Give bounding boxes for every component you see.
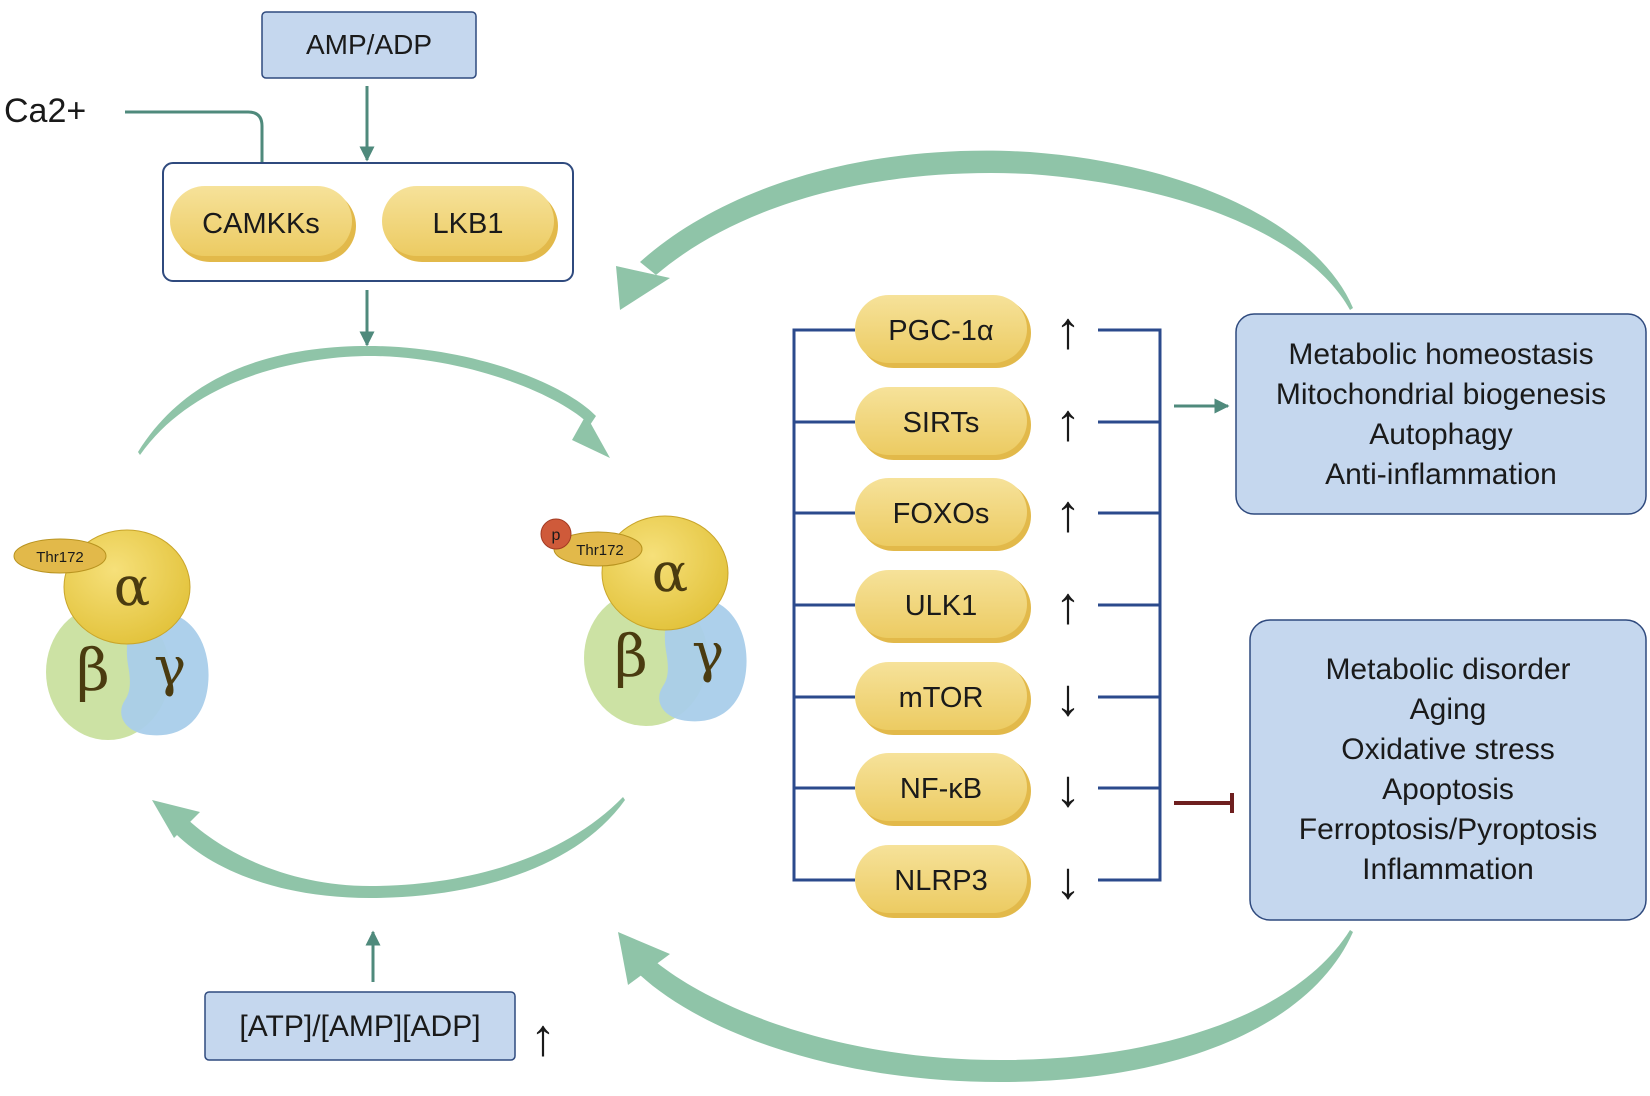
outcome-line: Mitochondrial biogenesis	[1276, 378, 1606, 411]
target-item: SIRTs ↑	[855, 387, 1081, 460]
target-item: PGC-1α ↑	[855, 295, 1081, 368]
feedback-cycle	[616, 150, 1353, 1082]
alpha-subunit-inactive: α	[114, 555, 150, 618]
gamma-subunit-inactive: γ	[154, 635, 186, 698]
target-label: PGC-1α	[888, 315, 993, 347]
target-pill	[855, 478, 1027, 546]
outcome-line: Autophagy	[1369, 418, 1512, 451]
outcome-line: Metabolic disorder	[1325, 653, 1570, 686]
targets-left-bracket	[792, 328, 855, 882]
target-pill	[855, 570, 1027, 638]
ampk-inactive: Thr172 α β γ	[13, 529, 209, 740]
amp-adp-box: AMP/ADP	[261, 11, 477, 79]
outcome-line: Inflammation	[1362, 853, 1534, 886]
phospho-label: p	[552, 527, 561, 544]
atp-ratio-box: [ATP]/[AMP][ADP]	[204, 991, 516, 1061]
activation-cycle	[138, 345, 625, 898]
target-pill	[855, 387, 1027, 455]
outcome-line: Aging	[1410, 693, 1487, 726]
outcome-line: Metabolic homeostasis	[1288, 338, 1593, 371]
target-label: ULK1	[905, 590, 978, 622]
target-item: FOXOs ↑	[855, 478, 1081, 551]
target-item: NF-κB ↓	[855, 753, 1081, 826]
outcome-line: Ferroptosis/Pyroptosis	[1299, 813, 1597, 846]
alpha-subunit-active: α	[652, 541, 688, 604]
outcome-line: Anti-inflammation	[1325, 458, 1557, 491]
camkks-label: CAMKKs	[202, 208, 320, 240]
atp-ratio-up-arrow: ↑	[530, 1009, 556, 1067]
up-arrow-icon: ↑	[1055, 577, 1081, 635]
up-arrow-icon: ↑	[1055, 302, 1081, 360]
target-label: NF-κB	[900, 773, 982, 805]
up-arrow-icon: ↑	[1055, 485, 1081, 543]
target-item: mTOR ↓	[855, 662, 1081, 735]
targets-right-bracket	[1098, 328, 1162, 882]
ampk-active: p Thr172 α β γ	[540, 515, 747, 726]
calcium-label: Ca2+	[4, 92, 86, 130]
down-arrow-icon: ↓	[1055, 760, 1081, 818]
atp-ratio-label: [ATP]/[AMP][ADP]	[239, 1010, 480, 1043]
amp-adp-label: AMP/ADP	[306, 29, 432, 60]
beta-subunit-inactive: β	[76, 636, 110, 704]
target-pill	[855, 845, 1027, 913]
upstream-kinase-box: CAMKKs LKB1	[162, 162, 574, 282]
target-item: ULK1 ↑	[855, 570, 1081, 643]
target-item: NLRP3 ↓	[855, 845, 1081, 918]
target-label: mTOR	[899, 682, 984, 714]
beta-subunit-active: β	[614, 622, 648, 690]
target-label: FOXOs	[893, 498, 990, 530]
target-label: SIRTs	[903, 407, 980, 439]
inhibit-connector	[1174, 793, 1234, 813]
target-pill	[855, 295, 1027, 363]
up-arrow-icon: ↑	[1055, 394, 1081, 452]
lkb1-label: LKB1	[433, 208, 504, 240]
down-arrow-icon: ↓	[1055, 669, 1081, 727]
target-pill	[855, 753, 1027, 821]
outcome-line: Oxidative stress	[1341, 733, 1554, 766]
calcium-arrow	[125, 110, 270, 182]
outcome-line: Apoptosis	[1382, 773, 1514, 806]
target-label: NLRP3	[894, 865, 988, 897]
thr172-label-active: Thr172	[576, 542, 624, 559]
target-list: PGC-1α↑SIRTs↑FOXOs↑ULK1↑mTOR↓NF-κB↓NLRP3…	[855, 295, 1081, 918]
gamma-subunit-active: γ	[692, 621, 724, 684]
thr172-label-inactive: Thr172	[36, 549, 84, 566]
target-pill	[855, 662, 1027, 730]
down-arrow-icon: ↓	[1055, 852, 1081, 910]
